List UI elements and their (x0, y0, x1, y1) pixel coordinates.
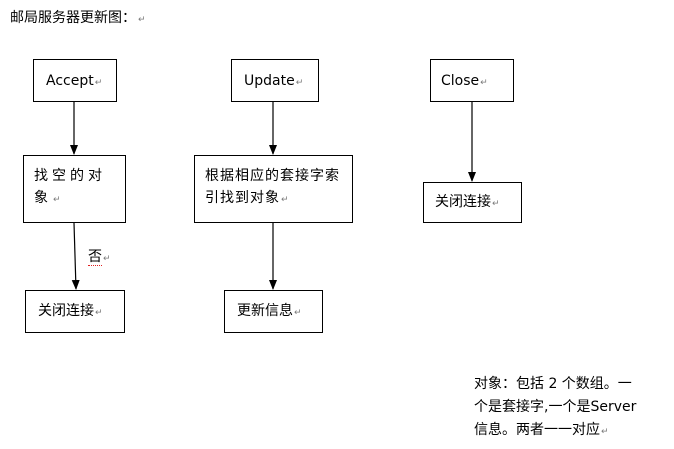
node-find-object-by-socket-index-label: 根据相应的套接字索引找到对象 (205, 168, 340, 206)
node-close: Close↵ (430, 59, 514, 102)
paragraph-mark-icon: ↵ (95, 308, 103, 318)
paragraph-mark-icon: ↵ (480, 78, 488, 88)
node-accept-label: Accept (46, 73, 94, 89)
node-update-label: Update (244, 73, 295, 89)
paragraph-mark-icon: ↵ (53, 195, 65, 205)
edge-label-no: 否↵ (88, 247, 111, 269)
node-accept: Accept↵ (33, 59, 117, 102)
paragraph-mark-icon: ↵ (103, 254, 111, 264)
paragraph-mark-icon: ↵ (492, 199, 500, 209)
edge-find-to-close-connection (71, 222, 80, 290)
diagram-title-text: 邮局服务器更新图： (10, 10, 136, 26)
object-note-line-3-text: 信息。两者一一对应 (474, 422, 600, 438)
node-close-connection-right-label: 关闭连接 (435, 194, 491, 210)
paragraph-mark-icon: ↵ (138, 15, 146, 25)
node-find-empty-object-label: 找空的对象 (34, 168, 106, 206)
paragraph-mark-icon: ↵ (601, 427, 609, 437)
diagram-title: 邮局服务器更新图：↵ (10, 8, 146, 30)
object-note-line-3: 信息。两者一一对应↵ (474, 419, 674, 444)
node-find-object-by-socket-index: 根据相应的套接字索引找到对象↵ (194, 155, 353, 223)
paragraph-mark-icon: ↵ (294, 308, 302, 318)
object-note-line-1: 对象：包括 2 个数组。一 (474, 376, 632, 392)
paragraph-mark-icon: ↵ (281, 195, 290, 205)
node-close-connection-right: 关闭连接↵ (423, 182, 522, 223)
node-update-info-label: 更新信息 (237, 303, 293, 319)
object-note: 对象：包括 2 个数组。一 个是套接字,一个是Server 信息。两者一一对应↵ (474, 373, 674, 444)
node-update: Update↵ (231, 59, 319, 102)
paragraph-mark-icon: ↵ (295, 78, 304, 88)
node-close-connection-left: 关闭连接↵ (25, 290, 125, 333)
node-close-label: Close (441, 73, 480, 89)
node-update-info: 更新信息↵ (224, 290, 323, 333)
edge-label-no-text: 否 (88, 249, 102, 266)
paragraph-mark-icon: ↵ (94, 78, 103, 88)
node-find-empty-object: 找空的对象↵ (23, 155, 126, 223)
node-close-connection-left-label: 关闭连接 (38, 303, 94, 319)
object-note-line-2: 个是套接字,一个是Server (474, 399, 637, 415)
